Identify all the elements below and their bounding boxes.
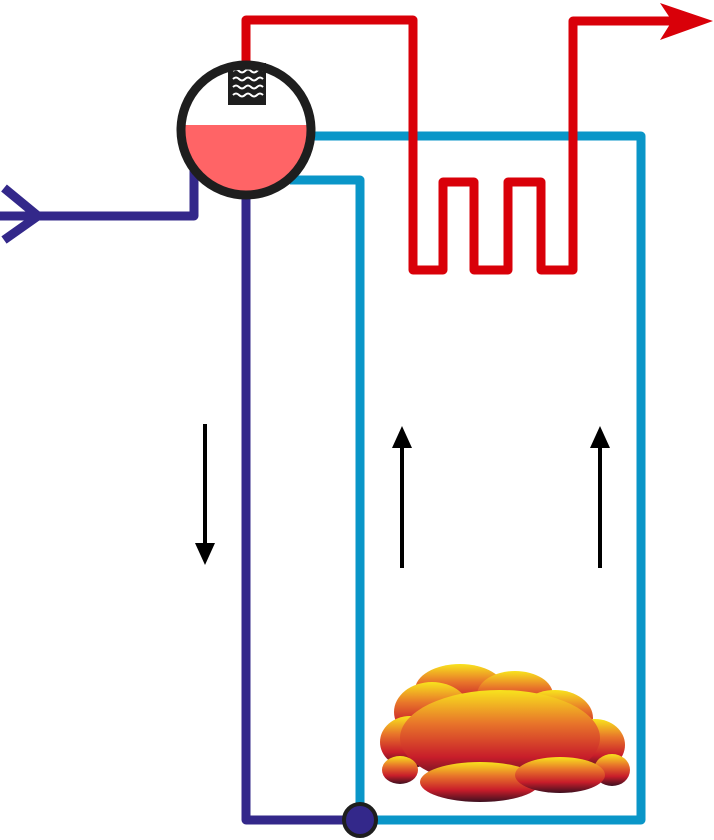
- drum-outline: [176, 60, 316, 200]
- arrow-up-icon: [392, 426, 412, 568]
- steam-superheater-pipe: [241, 15, 672, 275]
- arrow-up-icon: [590, 426, 610, 568]
- steam-outlet-arrowhead: [660, 3, 713, 40]
- steam-drum: [176, 60, 316, 200]
- feedwater-inlet-pipe: [0, 170, 199, 221]
- riser-inner-loop: [290, 175, 365, 820]
- downcomer-pipe: [241, 190, 360, 825]
- junction-node-icon: [342, 802, 378, 838]
- arrow-down-icon: [195, 424, 215, 565]
- riser-outer-loop: [300, 131, 646, 825]
- flame-icon: [380, 664, 630, 802]
- feedwater-inlet-chevron: [1, 184, 43, 244]
